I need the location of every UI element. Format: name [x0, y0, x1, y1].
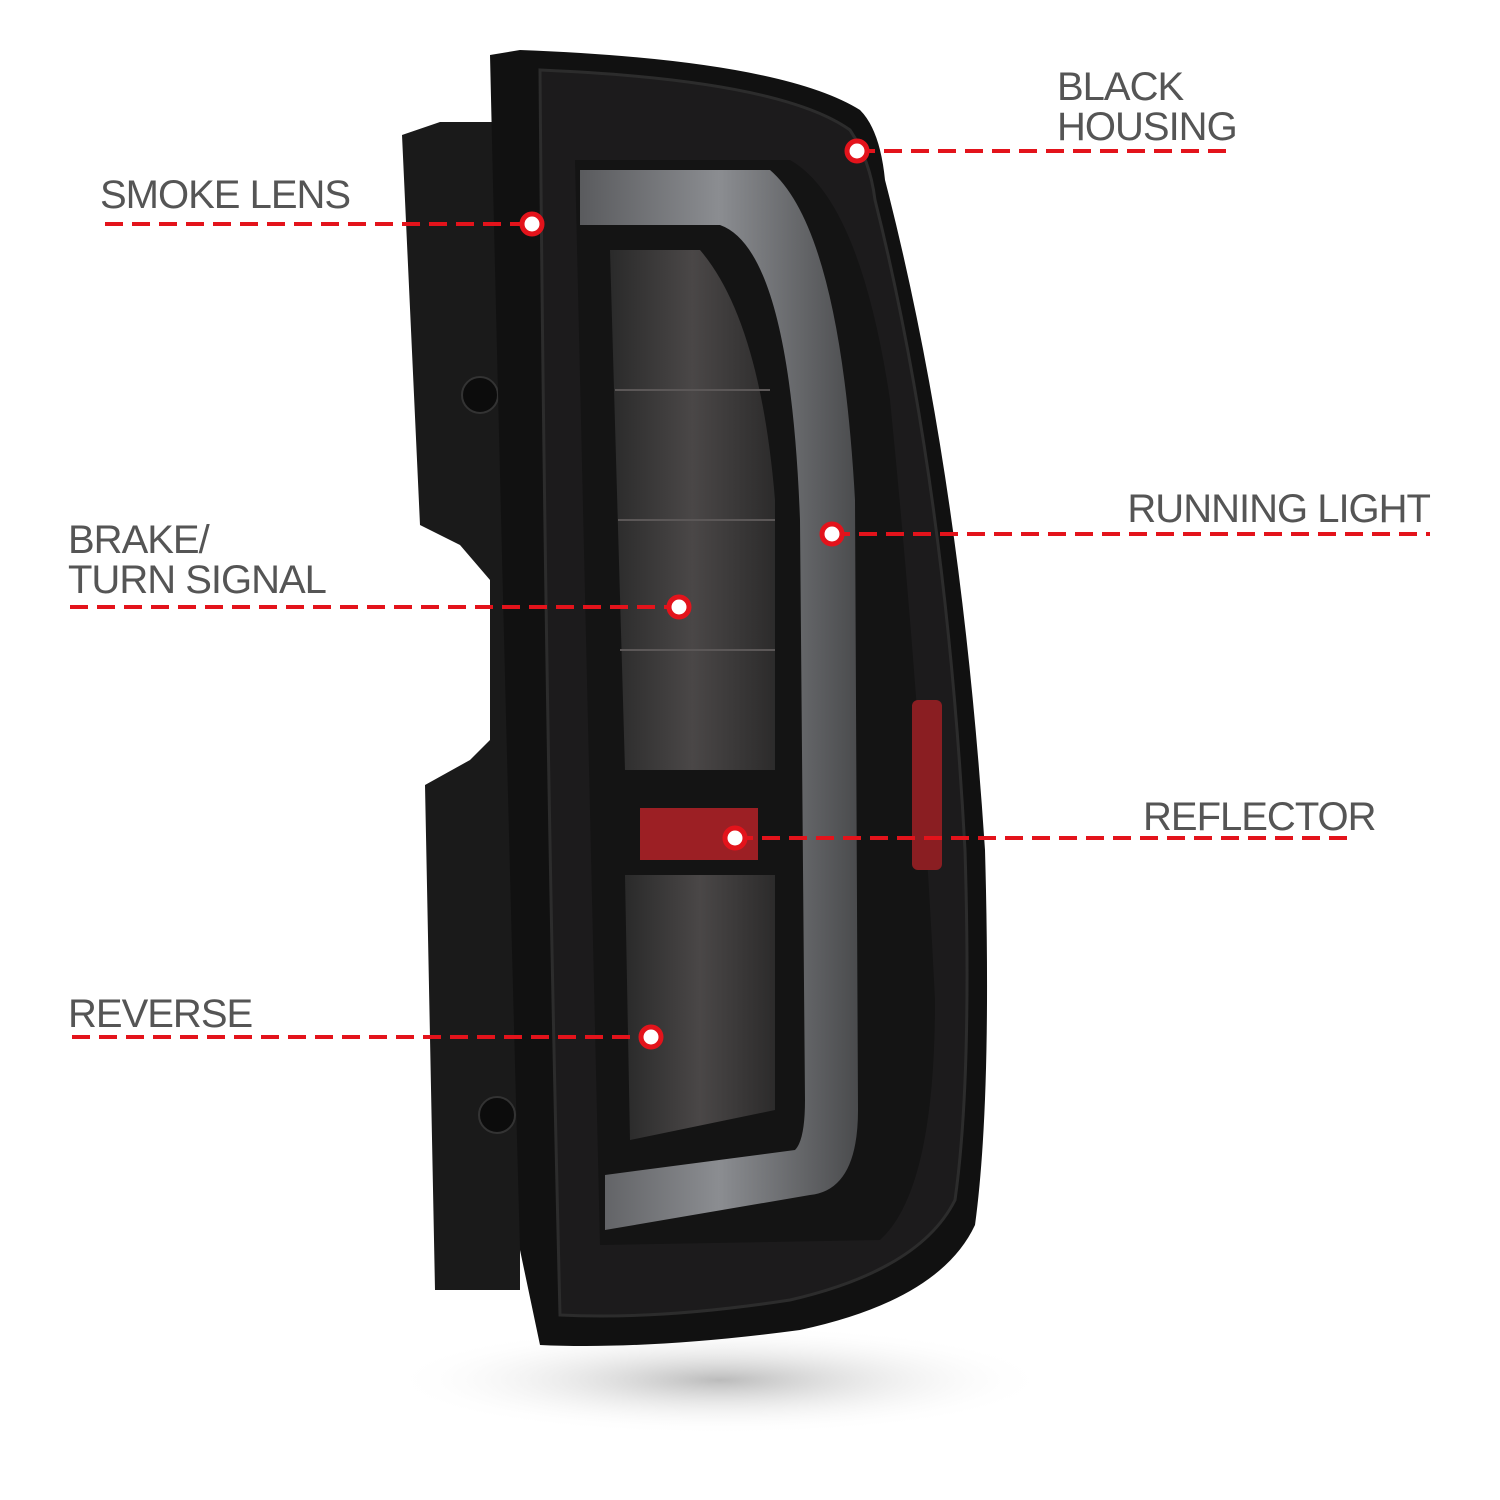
- brake-turn-label: BRAKE/: [68, 518, 211, 562]
- black-housing-label: BLACK: [1057, 65, 1184, 109]
- brake-turn-label-2: TURN SIGNAL: [68, 558, 326, 602]
- floor-shadow: [390, 1325, 1050, 1435]
- reverse-marker: [638, 1024, 664, 1050]
- reflector-label: REFLECTOR: [1143, 795, 1376, 839]
- reflector-marker: [722, 825, 748, 851]
- reverse-label: REVERSE: [68, 992, 252, 1036]
- mounting-bracket: [402, 122, 520, 1290]
- black-housing-label-2: HOUSING: [1057, 105, 1237, 149]
- smoke-lens-label: SMOKE LENS: [100, 173, 350, 217]
- smoke-lens-marker: [519, 211, 545, 237]
- brake-turn-lamp: [610, 250, 775, 770]
- running-light-marker: [819, 521, 845, 547]
- running-light-bar: [580, 170, 858, 1230]
- callout-leaders: [70, 149, 1430, 1039]
- reverse-lamp: [625, 875, 775, 1140]
- side-reflector: [912, 700, 942, 870]
- running-light-label: RUNNING LIGHT: [1127, 487, 1430, 531]
- black-housing-marker: [844, 138, 870, 164]
- mount-stud: [478, 1096, 516, 1134]
- mount-stud: [461, 376, 499, 414]
- brake-turn-marker: [666, 594, 692, 620]
